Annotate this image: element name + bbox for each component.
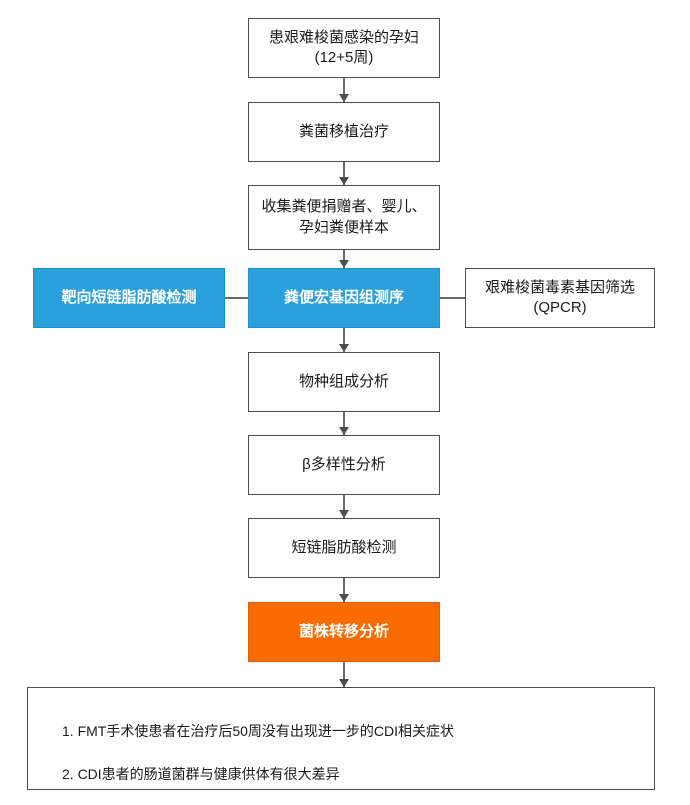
node-targeted-scfa-detection[interactable]: 靶向短链脂肪酸检测 xyxy=(33,268,225,328)
conclusion-line-1: 1. FMT手术使患者在治疗后50周没有出现进一步的CDI相关症状 xyxy=(62,722,455,739)
arrowhead-patient-to-treatment xyxy=(339,94,349,102)
arrowhead-treatment-to-collection xyxy=(339,177,349,185)
connector-collection-to-sequencing xyxy=(343,250,345,268)
node-sample-collection[interactable]: 收集粪便捐赠者、婴儿、 孕妇粪便样本 xyxy=(248,185,440,250)
node-species-composition[interactable]: 物种组成分析 xyxy=(248,352,440,412)
node-conclusions[interactable]: 1. FMT手术使患者在治疗后50周没有出现进一步的CDI相关症状 2. CDI… xyxy=(27,687,655,790)
connector-scfa-to-strain xyxy=(343,578,345,602)
conclusion-line-2: 2. CDI患者的肠道菌群与健康供体有很大差异 xyxy=(62,766,340,783)
connector-sequencing-to-scfa-targeted xyxy=(225,297,248,299)
arrowhead-sequencing-to-species xyxy=(339,344,349,352)
connector-patient-to-treatment xyxy=(343,78,345,102)
arrowhead-strain-to-conclusion xyxy=(339,679,349,687)
arrowhead-scfa-to-strain xyxy=(339,594,349,602)
arrowhead-species-to-beta xyxy=(339,427,349,435)
node-metagenomic-sequencing[interactable]: 粪便宏基因组测序 xyxy=(248,268,440,328)
connector-treatment-to-collection xyxy=(343,162,345,185)
node-fmt-treatment[interactable]: 粪菌移植治疗 xyxy=(248,102,440,162)
node-strain-transfer[interactable]: 菌株转移分析 xyxy=(248,602,440,662)
connector-sequencing-to-species xyxy=(343,328,345,352)
node-pregnant-patient[interactable]: 患艰难梭菌感染的孕妇 (12+5周) xyxy=(248,18,440,78)
node-toxin-gene-screening[interactable]: 艰难梭菌毒素基因筛选 (QPCR) xyxy=(465,268,655,328)
connector-beta-to-scfa xyxy=(343,495,345,518)
connector-sequencing-to-qpcr xyxy=(440,297,465,299)
arrowhead-beta-to-scfa xyxy=(339,510,349,518)
node-beta-diversity[interactable]: β多样性分析 xyxy=(248,435,440,495)
node-scfa-detection[interactable]: 短链脂肪酸检测 xyxy=(248,518,440,578)
connector-strain-to-conclusion xyxy=(343,662,345,687)
arrowhead-collection-to-sequencing xyxy=(339,260,349,268)
connector-species-to-beta xyxy=(343,412,345,435)
